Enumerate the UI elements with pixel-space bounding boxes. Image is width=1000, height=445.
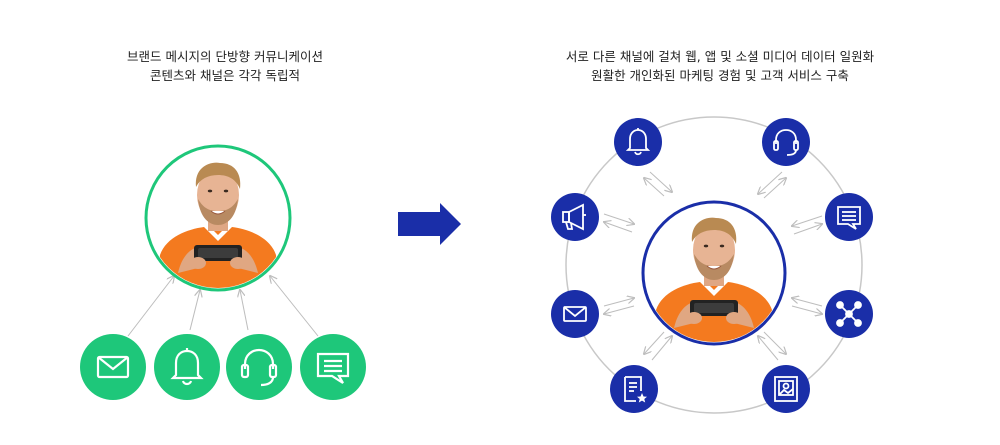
right-channel-image	[762, 365, 810, 413]
right-person-ring	[641, 200, 787, 346]
right-channel-review	[610, 365, 658, 413]
headset-icon	[240, 348, 278, 387]
review-icon	[624, 376, 647, 403]
left-channel-headset	[226, 334, 292, 400]
left-caption-line2: 콘텐츠와 채널은 각각 독립적	[150, 68, 300, 83]
chat-icon	[837, 206, 861, 230]
right-connectors	[604, 171, 822, 361]
left-connector-bell	[189, 290, 200, 331]
right-channel-chat	[825, 193, 873, 241]
left-channel-mail	[80, 334, 146, 400]
right-channel-bell	[614, 118, 662, 166]
left-diagram	[80, 144, 366, 400]
left-channel-bell	[154, 334, 220, 400]
mail-icon	[96, 355, 130, 379]
left-connector-chat	[270, 276, 319, 337]
right-channel-headset	[762, 118, 810, 166]
network-icon	[836, 301, 862, 327]
right-caption-line1: 서로 다른 채널에 걸쳐 웹, 앱 및 소셜 미디어 데이터 일원화	[565, 49, 875, 64]
right-caption: 서로 다른 채널에 걸쳐 웹, 앱 및 소셜 미디어 데이터 일원화 원활한 개…	[540, 47, 900, 85]
headset-icon	[773, 129, 799, 156]
image-icon	[774, 376, 798, 402]
left-connector-mail	[127, 276, 174, 337]
transition-arrow	[398, 203, 461, 245]
right-diagram	[551, 116, 873, 414]
right-channel-mail	[551, 290, 599, 338]
chat-icon	[316, 352, 350, 384]
bell-icon	[625, 128, 651, 156]
left-person-photo	[144, 144, 292, 292]
megaphone-icon	[562, 203, 586, 231]
left-person-ring	[144, 144, 292, 292]
right-orbit-ring	[565, 116, 863, 414]
right-channel-megaphone	[551, 193, 599, 241]
right-person-photo	[641, 200, 787, 346]
left-channel-chat	[300, 334, 366, 400]
left-caption: 브랜드 메시지의 단방향 커뮤니케이션 콘텐츠와 채널은 각각 독립적	[100, 47, 350, 85]
left-connector-headset	[240, 290, 249, 331]
right-caption-line2: 원활한 개인화된 마케팅 경험 및 고객 서비스 구축	[591, 68, 849, 83]
left-caption-line1: 브랜드 메시지의 단방향 커뮤니케이션	[127, 49, 323, 64]
right-channel-network	[825, 290, 873, 338]
bell-icon	[170, 348, 204, 386]
mail-icon	[563, 306, 587, 322]
